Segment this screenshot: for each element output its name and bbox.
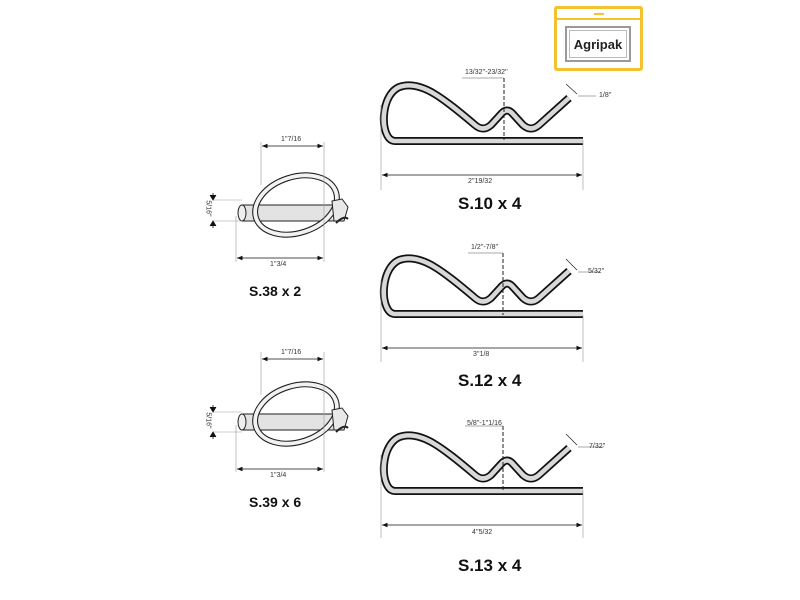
s39-caption: S.39 x 6 <box>249 494 302 510</box>
s13-length: 4''5/32 <box>472 529 493 536</box>
s13-caption: S.13 x 4 <box>458 556 522 575</box>
s10-caption: S.10 x 4 <box>458 194 522 213</box>
s39-ring-width: 1''7/16 <box>281 349 302 356</box>
s13-opening-range: 5/8''-1''1/16 <box>467 420 502 427</box>
s39-pin-length: 1''3/4 <box>270 472 287 479</box>
s10-wire-diameter: 1/8'' <box>599 92 612 99</box>
linch-pin-s38-drawing <box>209 142 348 262</box>
agripak-logo: Agripak <box>554 6 643 71</box>
s12-length: 3''1/8 <box>473 351 490 358</box>
s12-wire-diameter: 5/32'' <box>588 268 605 275</box>
logo-text: Agripak <box>573 36 623 52</box>
s10-opening-range: 13/32''-23/32'' <box>465 69 508 76</box>
linch-pin-s39-drawing <box>209 352 348 472</box>
r-clip-s13-drawing <box>381 425 604 538</box>
r-clip-s10-drawing <box>381 77 596 190</box>
s13-wire-diameter: 7/32'' <box>589 443 606 450</box>
s38-ring-width: 1''7/16 <box>281 136 302 143</box>
s10-length: 2''19/32 <box>468 178 493 185</box>
s38-pin-length: 1''3/4 <box>270 261 287 268</box>
s12-caption: S.12 x 4 <box>458 371 522 390</box>
s39-pin-diameter: 5/16'' <box>204 412 212 429</box>
logo-label-frame: Agripak <box>565 26 631 62</box>
logo-hanger-tab <box>554 6 643 20</box>
s38-pin-diameter: 5/16'' <box>204 200 212 217</box>
s12-opening-range: 1/2''-7/8'' <box>471 244 499 251</box>
s38-caption: S.38 x 2 <box>249 283 302 299</box>
r-clip-s12-drawing <box>381 252 600 362</box>
